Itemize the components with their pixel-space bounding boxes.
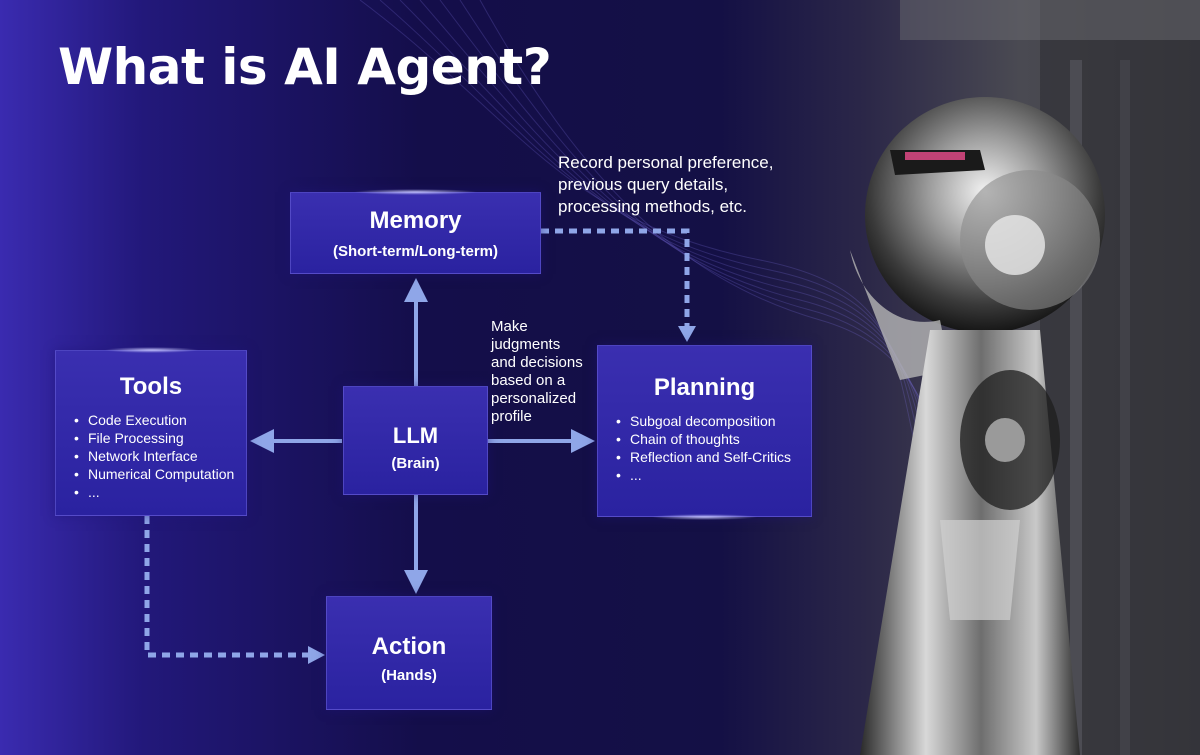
llm-annotation: Make judgments and decisions based on a …	[491, 318, 583, 426]
planning-item: Subgoal decomposition	[612, 412, 811, 430]
planning-list: Subgoal decomposition Chain of thoughts …	[612, 412, 811, 484]
memory-annotation-line: Record personal preference,	[558, 153, 774, 172]
tools-node: Tools Code Execution File Processing Net…	[55, 347, 247, 516]
robot-illustration	[850, 97, 1105, 755]
planning-node: Planning Subgoal decomposition Chain of …	[597, 345, 812, 520]
memory-node: Memory (Short-term/Long-term)	[290, 189, 541, 274]
tools-item: File Processing	[70, 429, 246, 447]
planning-item: Chain of thoughts	[612, 430, 811, 448]
llm-annotation-line: profile	[491, 408, 532, 425]
llm-annotation-line: judgments	[491, 336, 561, 353]
memory-annotation: Record personal preference, previous que…	[558, 152, 773, 218]
planning-item: Reflection and Self-Critics	[612, 448, 811, 466]
tools-list: Code Execution File Processing Network I…	[70, 411, 246, 501]
llm-node: LLM (Brain)	[343, 386, 488, 495]
llm-annotation-line: Make	[491, 318, 528, 335]
memory-subtitle: (Short-term/Long-term)	[333, 243, 498, 260]
memory-annotation-line: processing methods, etc.	[558, 197, 747, 216]
llm-annotation-line: based on a	[491, 372, 566, 389]
planning-item: ...	[612, 466, 811, 484]
llm-subtitle: (Brain)	[391, 455, 440, 472]
page-title: What is AI Agent?	[58, 38, 552, 96]
llm-annotation-line: and decisions	[491, 354, 583, 371]
planning-title: Planning	[653, 374, 756, 401]
action-title: Action	[371, 633, 447, 660]
llm-annotation-line: personalized	[491, 390, 577, 407]
tools-item: ...	[70, 483, 246, 501]
action-subtitle: (Hands)	[381, 667, 437, 684]
tools-item: Code Execution	[70, 411, 246, 429]
action-node: Action (Hands)	[326, 596, 492, 710]
memory-title: Memory	[369, 207, 462, 234]
tools-item: Network Interface	[70, 447, 246, 465]
llm-title: LLM	[392, 423, 439, 448]
tools-item: Numerical Computation	[70, 465, 246, 483]
memory-annotation-line: previous query details,	[558, 175, 729, 194]
tools-title: Tools	[119, 373, 183, 400]
